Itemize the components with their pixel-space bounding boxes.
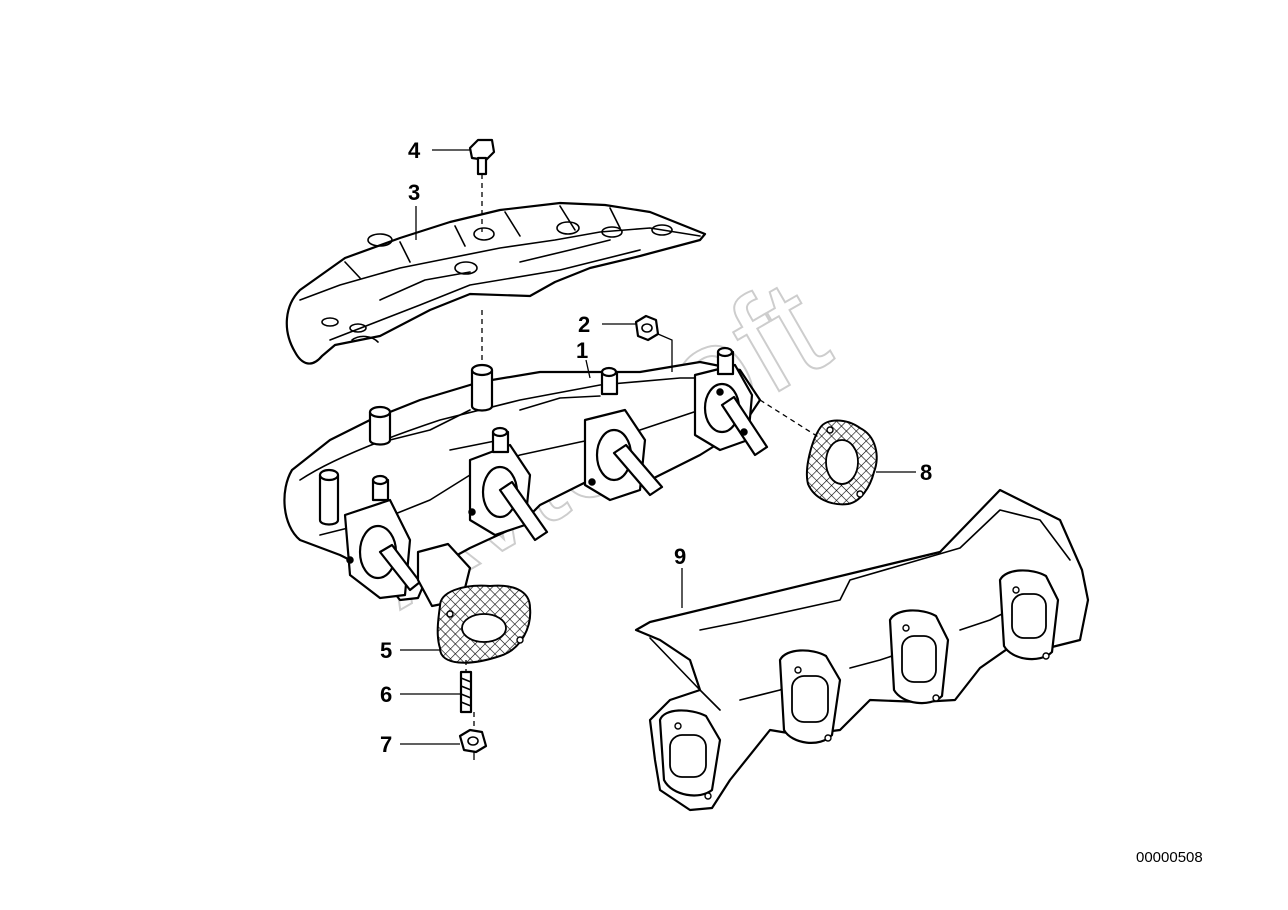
part-8-gasket[interactable] — [759, 399, 878, 506]
callout-4: 4 — [408, 138, 421, 163]
callout-8: 8 — [920, 460, 932, 485]
part-6-stud[interactable] — [459, 660, 473, 714]
callout-6: 6 — [380, 682, 392, 707]
callout-2: 2 — [578, 312, 590, 337]
part-9-gasket-shield[interactable] — [634, 488, 1090, 812]
part-3-heat-shield[interactable] — [285, 201, 707, 365]
leader-lines — [400, 149, 916, 745]
part-4-bolt[interactable] — [468, 138, 496, 372]
callout-1: 1 — [576, 338, 588, 363]
callout-3: 3 — [408, 180, 420, 205]
callout-labels: 4 3 2 1 8 9 5 6 7 — [380, 138, 932, 757]
part-7-nut[interactable] — [458, 712, 488, 760]
drawing-number: 00000508 — [1136, 849, 1203, 866]
part-5-gasket[interactable] — [436, 584, 532, 664]
callout-7: 7 — [380, 732, 392, 757]
callout-5: 5 — [380, 638, 392, 663]
callout-9: 9 — [674, 544, 686, 569]
part-2-nut[interactable] — [634, 314, 673, 372]
